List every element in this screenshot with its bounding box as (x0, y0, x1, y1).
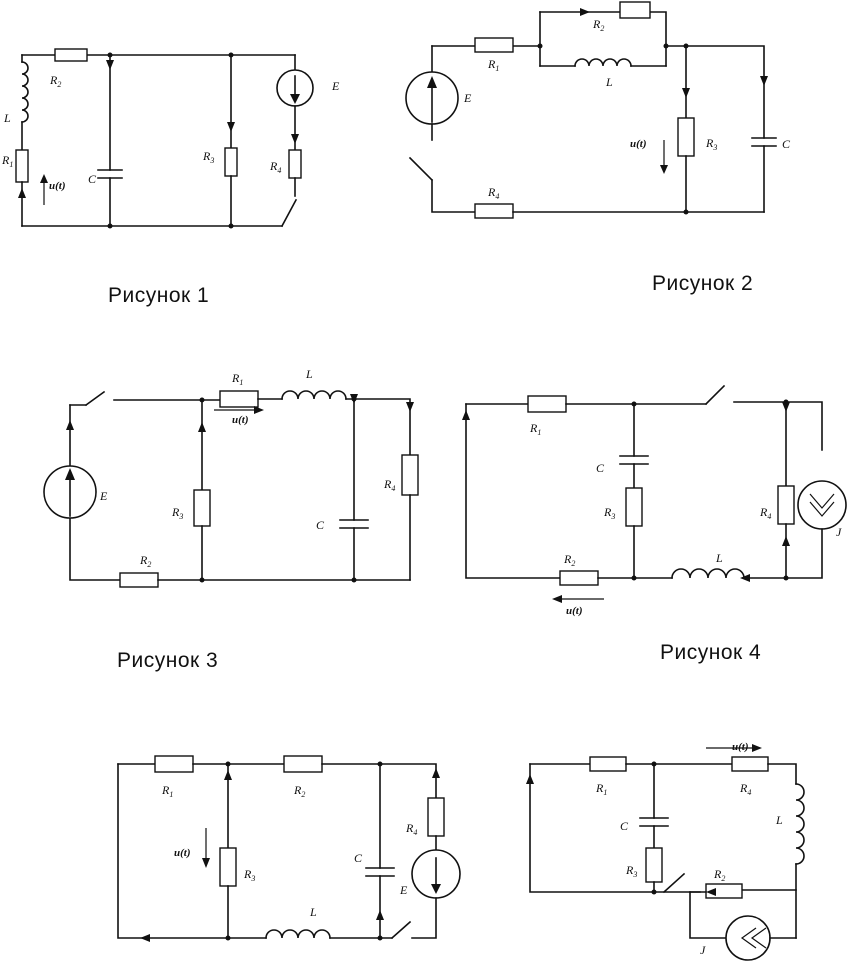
inductor-L-fig3 (281, 390, 347, 400)
svg-text:C: C (620, 819, 629, 833)
svg-text:R3: R3 (705, 136, 717, 152)
svg-text:C: C (88, 172, 97, 186)
svg-text:u(t): u(t) (566, 605, 583, 617)
svg-text:L: L (305, 367, 313, 381)
resistor-R3-fig2 (677, 117, 695, 157)
figure-4: R1 C R3 R4 J R2 L u(t) Рисунок 4 (462, 384, 847, 664)
svg-text:E: E (399, 883, 408, 897)
caption-fig2: Рисунок 2 (652, 272, 753, 295)
caption-fig1: Рисунок 1 (108, 284, 209, 307)
svg-text:R4: R4 (487, 185, 499, 201)
svg-text:u(t): u(t) (232, 414, 249, 426)
figure-1: R2 L R1 u(t) C R3 R4 E Рисунок 1 (1, 48, 340, 307)
svg-text:R2: R2 (49, 73, 61, 89)
svg-text:R2: R2 (293, 783, 305, 799)
figure-5: R1 R2 R4 u(t) R3 C E L (117, 755, 461, 942)
switch-fig3 (84, 390, 106, 407)
svg-text:E: E (99, 489, 108, 503)
inductor-L-fig6 (795, 783, 805, 865)
svg-text:u(t): u(t) (174, 847, 191, 859)
svg-text:R2: R2 (713, 867, 725, 883)
svg-text:C: C (596, 461, 605, 475)
resistor-R2-fig1 (54, 48, 88, 62)
svg-text:R1: R1 (529, 421, 541, 437)
resistor-R2-fig5 (283, 755, 323, 773)
switch-fig1 (280, 198, 298, 228)
resistor-R4-fig2 (474, 203, 514, 219)
svg-text:L: L (715, 551, 723, 565)
resistor-R1-fig3 (219, 390, 259, 408)
switch-fig6 (662, 872, 686, 894)
svg-text:R4: R4 (405, 821, 417, 837)
inductor-L-fig1 (21, 61, 29, 123)
resistor-R2-fig2 (619, 1, 651, 19)
svg-text:R3: R3 (171, 505, 183, 521)
svg-text:R1: R1 (1, 153, 13, 169)
svg-text:u(t): u(t) (49, 180, 66, 192)
svg-text:E: E (331, 79, 340, 93)
resistor-R4-fig3 (401, 454, 419, 496)
svg-text:R4: R4 (269, 159, 281, 175)
svg-text:R1: R1 (487, 57, 499, 73)
resistor-R3-fig6 (645, 847, 663, 883)
svg-text:J: J (700, 943, 706, 957)
caption-fig4: Рисунок 4 (660, 641, 761, 664)
current-source-J-fig4 (797, 480, 847, 530)
svg-text:R4: R4 (759, 505, 771, 521)
resistor-R3-fig4 (625, 487, 643, 527)
resistor-R1-fig1 (15, 149, 29, 183)
svg-text:R3: R3 (625, 863, 637, 879)
resistor-R3-fig5 (219, 847, 237, 887)
resistor-R1-fig5 (154, 755, 194, 773)
svg-text:L: L (3, 111, 11, 125)
svg-text:R2: R2 (563, 552, 575, 568)
svg-text:J: J (836, 525, 842, 539)
svg-text:u(t): u(t) (732, 741, 749, 753)
resistor-R4-fig5 (427, 797, 445, 837)
svg-text:R3: R3 (243, 867, 255, 883)
resistor-R2-fig3 (119, 572, 159, 588)
resistor-R4-fig4 (777, 485, 795, 525)
resistor-R3-fig1 (224, 147, 238, 177)
svg-text:C: C (316, 518, 325, 532)
svg-text:R3: R3 (202, 149, 214, 165)
inductor-L-fig2 (574, 58, 632, 67)
switch-fig5 (390, 920, 412, 940)
svg-text:u(t): u(t) (630, 138, 647, 150)
svg-text:L: L (309, 905, 317, 919)
switch-fig4 (704, 384, 726, 406)
inductor-L-fig5 (265, 929, 331, 939)
svg-text:R4: R4 (383, 477, 395, 493)
resistor-R4-fig6 (731, 756, 769, 772)
switch-fig2 (408, 156, 434, 182)
svg-text:R4: R4 (739, 781, 751, 797)
resistor-R1-fig4 (527, 395, 567, 413)
svg-text:R1: R1 (231, 371, 243, 387)
caption-fig3: Рисунок 3 (117, 649, 218, 672)
svg-text:R3: R3 (603, 505, 615, 521)
svg-text:C: C (782, 137, 791, 151)
resistor-R4-fig1 (288, 149, 302, 179)
svg-text:R1: R1 (161, 783, 173, 799)
svg-text:R2: R2 (592, 17, 604, 33)
svg-text:E: E (463, 91, 472, 105)
figure-6: u(t) R1 R4 C L R3 R2 J (526, 741, 805, 961)
resistor-R2-fig4 (559, 570, 599, 586)
current-source-J-fig6 (725, 915, 771, 961)
svg-text:R1: R1 (595, 781, 607, 797)
resistor-R1-fig6 (589, 756, 627, 772)
resistor-R1-fig2 (474, 37, 514, 53)
figure-3: R1 L u(t) E R3 C R4 R2 Рисунок 3 (43, 367, 419, 672)
resistor-R3-fig3 (193, 489, 211, 527)
svg-text:L: L (775, 813, 783, 827)
svg-text:C: C (354, 851, 363, 865)
figure-2: R2 R1 L E u(t) R3 C R4 Рисунок 2 (405, 1, 791, 295)
svg-text:R2: R2 (139, 553, 151, 569)
svg-text:L: L (605, 75, 613, 89)
inductor-L-fig4 (671, 568, 745, 579)
